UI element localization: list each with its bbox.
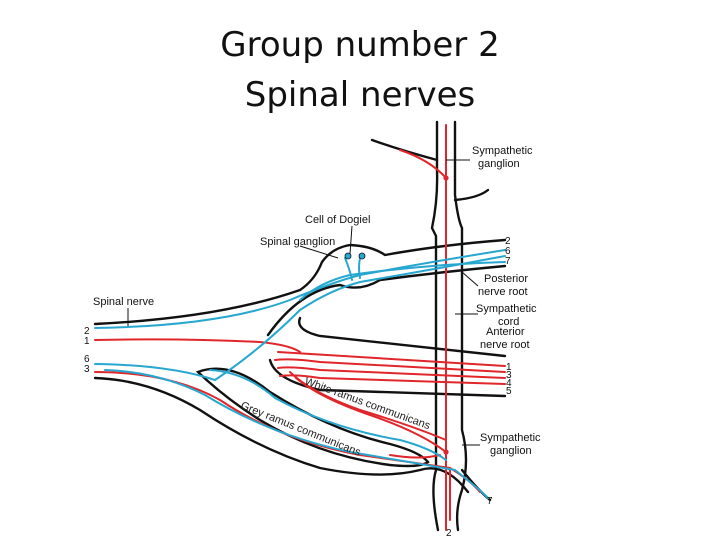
- fiber-number-post-2: 2: [505, 236, 511, 247]
- fiber-number-ant-5: 5: [506, 386, 512, 397]
- ganglion-cell: [358, 252, 366, 260]
- fiber-number-left-3: 3: [84, 364, 90, 375]
- fiber-number-post-7: 7: [505, 256, 511, 267]
- fiber-number-ant-4: 4: [506, 378, 512, 389]
- title-line-2: Spinal nerves: [244, 75, 476, 115]
- sympathetic-cell-bottom: [443, 449, 449, 455]
- label-anterior-nerve-root: Anterior nerve root: [480, 326, 530, 351]
- label-spinal-ganglion: Spinal ganglion: [260, 236, 335, 248]
- label-sympathetic-cord: Sympathetic cord: [476, 303, 540, 328]
- title-line-1: Group number 2: [220, 25, 500, 65]
- label-white-ramus: White ramus communicans: [303, 376, 432, 433]
- label-sympathetic-ganglion-bottom: Sympathetic ganglion: [480, 432, 544, 457]
- nerve-outlines: [93, 120, 507, 532]
- fiber-number-bottom-7: 7: [487, 496, 493, 507]
- fiber-number-ant-1: 1: [506, 362, 512, 373]
- fiber-number-left-1: 1: [84, 336, 90, 347]
- dogiel-cell: [344, 252, 352, 260]
- label-sympathetic-ganglion-top: Sympathetic ganglion: [472, 145, 536, 170]
- label-posterior-nerve-root: Posterior nerve root: [478, 273, 531, 298]
- leader-lines: [127, 159, 480, 446]
- page-title: Group number 2 Spinal nerves: [0, 20, 720, 120]
- ganglion-cells: [344, 252, 366, 260]
- label-spinal-nerve: Spinal nerve: [93, 296, 154, 308]
- fiber-number-left-6: 6: [84, 354, 90, 365]
- sensory-fibers: [94, 249, 506, 499]
- fiber-number-bottom-2: 2: [446, 528, 452, 539]
- sympathetic-cell-top: [443, 175, 449, 181]
- fiber-number-post-6: 6: [505, 246, 511, 257]
- label-cell-of-dogiel: Cell of Dogiel: [305, 214, 370, 226]
- fiber-number-left-2: 2: [84, 326, 90, 337]
- fiber-number-ant-3: 3: [506, 370, 512, 381]
